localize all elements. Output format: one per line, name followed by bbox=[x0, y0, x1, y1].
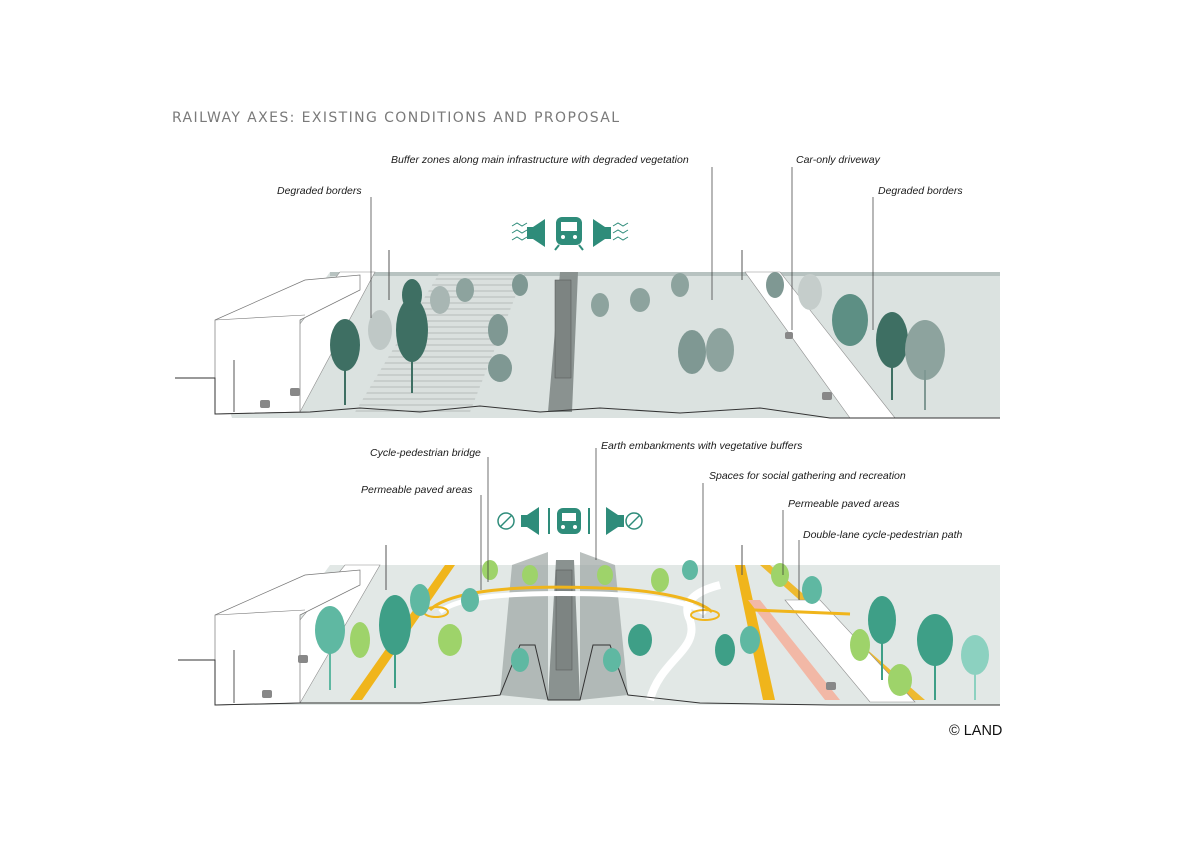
label-double-lane-path: Double-lane cycle-pedestrian path bbox=[803, 529, 963, 541]
label-degraded-borders-left: Degraded borders bbox=[277, 185, 362, 197]
label-earth-embankments: Earth embankments with vegetative buffer… bbox=[601, 440, 803, 452]
existing-car bbox=[785, 332, 793, 339]
existing-building bbox=[214, 274, 361, 415]
proposal-car bbox=[298, 655, 308, 663]
label-car-only-driveway: Car-only driveway bbox=[796, 154, 880, 166]
label-buffer-zones: Buffer zones along main infrastructure w… bbox=[391, 154, 689, 166]
proposal-pink-path bbox=[748, 600, 840, 700]
no-sign-icon bbox=[497, 512, 515, 530]
existing-section bbox=[175, 167, 1000, 419]
train-icon bbox=[557, 508, 581, 534]
label-permeable-paved-left: Permeable paved areas bbox=[361, 484, 473, 496]
existing-icon-row bbox=[511, 217, 629, 251]
train-icon bbox=[554, 217, 584, 251]
page-title: RAILWAY AXES: EXISTING CONDITIONS AND PR… bbox=[172, 110, 621, 126]
label-degraded-borders-right: Degraded borders bbox=[878, 185, 963, 197]
speaker-icon bbox=[521, 507, 539, 535]
speaker-icon bbox=[606, 507, 624, 535]
proposal-icon-row bbox=[497, 507, 643, 535]
noise-waves-icon bbox=[612, 222, 629, 241]
proposal-car bbox=[262, 690, 272, 698]
proposal-train bbox=[555, 569, 573, 671]
existing-back-edge bbox=[330, 272, 1000, 276]
existing-train bbox=[554, 279, 572, 379]
label-permeable-paved-right: Permeable paved areas bbox=[788, 498, 900, 510]
proposal-car bbox=[826, 682, 836, 690]
proposal-trees bbox=[315, 560, 989, 700]
proposal-section-line bbox=[178, 644, 1000, 706]
no-sign-icon bbox=[625, 512, 643, 530]
existing-car bbox=[822, 392, 832, 400]
existing-section-line bbox=[175, 377, 1000, 419]
speaker-icon bbox=[593, 219, 611, 247]
credit: © LAND bbox=[949, 723, 1003, 739]
label-cycle-pedestrian-bridge: Cycle-pedestrian bridge bbox=[370, 447, 481, 459]
speaker-icon bbox=[527, 219, 545, 247]
proposal-building bbox=[214, 569, 361, 706]
label-social-spaces: Spaces for social gathering and recreati… bbox=[709, 470, 906, 482]
proposal-leader-lines bbox=[480, 448, 800, 618]
existing-trees bbox=[330, 272, 945, 410]
proposal-section bbox=[178, 448, 1000, 706]
existing-car bbox=[260, 400, 270, 408]
existing-leader-lines bbox=[370, 167, 874, 330]
noise-waves-icon bbox=[511, 222, 528, 241]
proposal-park-path bbox=[646, 581, 722, 702]
existing-rail-tracks-left bbox=[355, 272, 525, 412]
existing-car bbox=[290, 388, 300, 396]
